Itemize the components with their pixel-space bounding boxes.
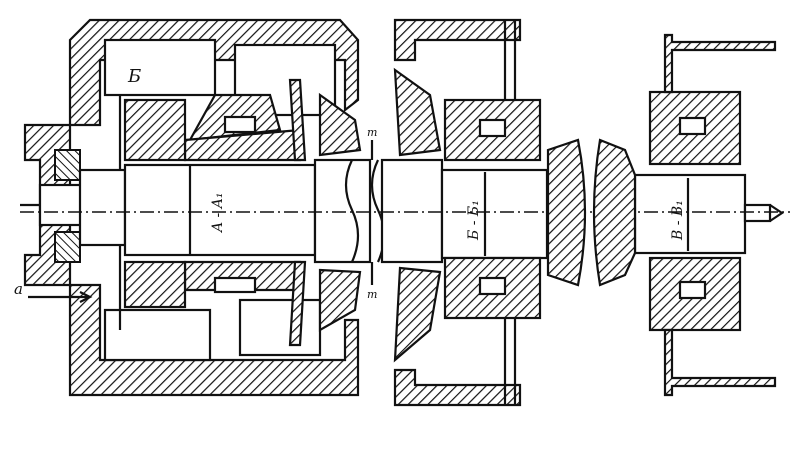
middle-housing	[393, 18, 542, 407]
label-mark-top: m	[367, 126, 377, 139]
label-chamber: Б	[127, 66, 141, 87]
label-gap: а	[14, 280, 23, 298]
electromagnet-coil	[20, 123, 127, 287]
right-bearing-bracket	[648, 33, 777, 397]
left-housing	[68, 18, 362, 397]
label-section-b: Б - Б₁	[466, 200, 482, 241]
label-mark-bottom: m	[367, 288, 377, 301]
gear-sections	[546, 138, 637, 287]
label-section-v: В - В₁	[670, 200, 686, 241]
label-section-a: A - A₁	[210, 193, 226, 234]
section-markers	[28, 140, 690, 303]
shaft	[20, 158, 790, 264]
